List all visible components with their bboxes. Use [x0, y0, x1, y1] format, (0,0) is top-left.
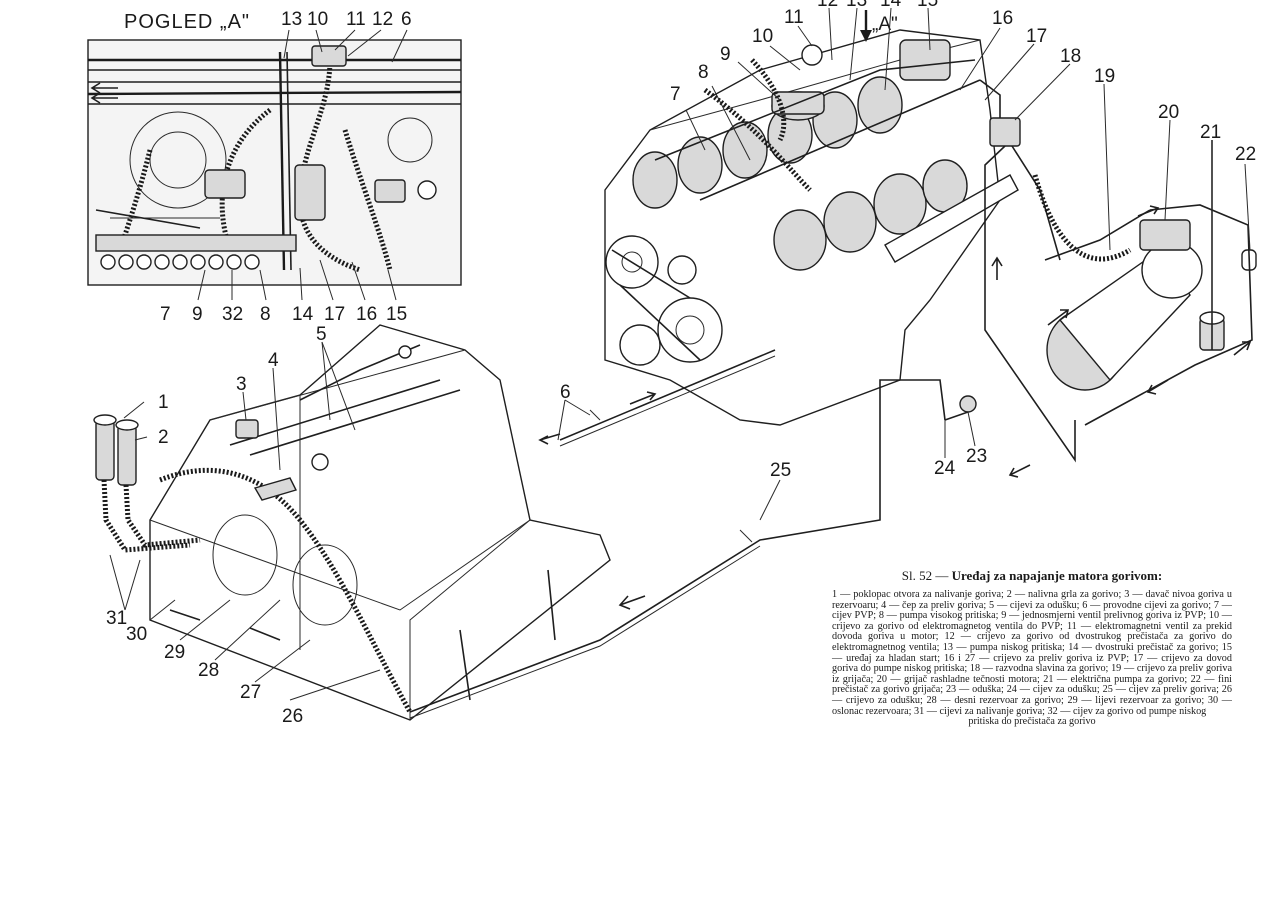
inset-callout-13: 13 [281, 9, 302, 30]
callout-23: 23 [966, 446, 987, 467]
caption-legend-last-line: pritiska do prečistača za gorivo [968, 716, 1096, 728]
callout-12: 12 [817, 0, 838, 11]
callout-11: 11 [784, 7, 804, 28]
cylinder-bank [632, 76, 968, 271]
callout-24: 24 [934, 458, 956, 479]
callout-22: 22 [1235, 144, 1256, 165]
callout-29: 29 [164, 642, 185, 663]
caption-title: Sl. 52 — Uređaj za napajanje matora gori… [832, 568, 1232, 584]
callout-2: 2 [158, 427, 169, 448]
callout-21: 21 [1200, 122, 1221, 143]
caption-heading: Uređaj za napajanje matora gorivom: [951, 568, 1163, 583]
callout-25: 25 [770, 460, 791, 481]
callout-3: 3 [236, 374, 247, 395]
engine: „A" [538, 10, 1019, 447]
heater-assembly [984, 117, 1257, 478]
inset-callout-16: 16 [356, 304, 377, 325]
callout-15: 15 [917, 0, 938, 11]
callout-leaders [109, 7, 1251, 701]
figure-caption: Sl. 52 — Uređaj za napajanje matora gori… [832, 568, 1232, 728]
callout-4: 4 [268, 350, 279, 371]
callout-20: 20 [1158, 102, 1179, 123]
inset-callout-8: 8 [260, 304, 271, 325]
inset-callout-14: 14 [292, 304, 314, 325]
callout-31: 31 [106, 608, 127, 629]
caption-legend: 1 — poklopac otvora za nalivanje goriva;… [832, 589, 1232, 728]
inset-callout-6: 6 [401, 9, 412, 30]
view-a-arrow-label: „A" [872, 14, 898, 35]
callout-16: 16 [992, 8, 1013, 29]
callout-9: 9 [720, 44, 731, 65]
callout-26: 26 [282, 706, 303, 727]
callout-10: 10 [752, 26, 773, 47]
inset-view-a: POGLED „A" [87, 9, 462, 325]
injector-row [95, 234, 297, 270]
callout-19: 19 [1094, 66, 1115, 87]
inset-callout-9: 9 [192, 304, 203, 325]
figure-number: Sl. 52 — [901, 568, 949, 583]
inset-callout-7: 7 [160, 304, 171, 325]
callout-5: 5 [316, 324, 327, 345]
callout-8: 8 [698, 62, 709, 83]
callout-13: 13 [846, 0, 867, 11]
tank-callouts: 1 2 3 4 5 6 23 24 25 26 27 28 29 30 31 [106, 324, 987, 727]
fuel-tanks [93, 324, 977, 721]
inset-callout-15: 15 [386, 304, 407, 325]
inset-callout-32: 32 [222, 304, 243, 325]
callout-6: 6 [560, 382, 571, 403]
inset-callout-10: 10 [307, 9, 328, 30]
callout-18: 18 [1060, 46, 1081, 67]
inset-callout-17: 17 [324, 304, 345, 325]
callout-1: 1 [158, 392, 169, 413]
inset-view-title: POGLED „A" [124, 11, 250, 33]
callout-30: 30 [126, 624, 147, 645]
callout-17: 17 [1026, 26, 1047, 47]
inset-callout-11: 11 [346, 9, 366, 30]
callout-14: 14 [880, 0, 902, 11]
callout-27: 27 [240, 682, 261, 703]
inset-callout-12: 12 [372, 9, 393, 30]
callout-28: 28 [198, 660, 219, 681]
engine-callouts: 7 8 9 10 11 12 13 14 15 16 17 18 19 20 2… [670, 0, 1256, 165]
callout-7: 7 [670, 84, 681, 105]
caption-legend-text: 1 — poklopac otvora za nalivanje goriva;… [832, 589, 1232, 717]
